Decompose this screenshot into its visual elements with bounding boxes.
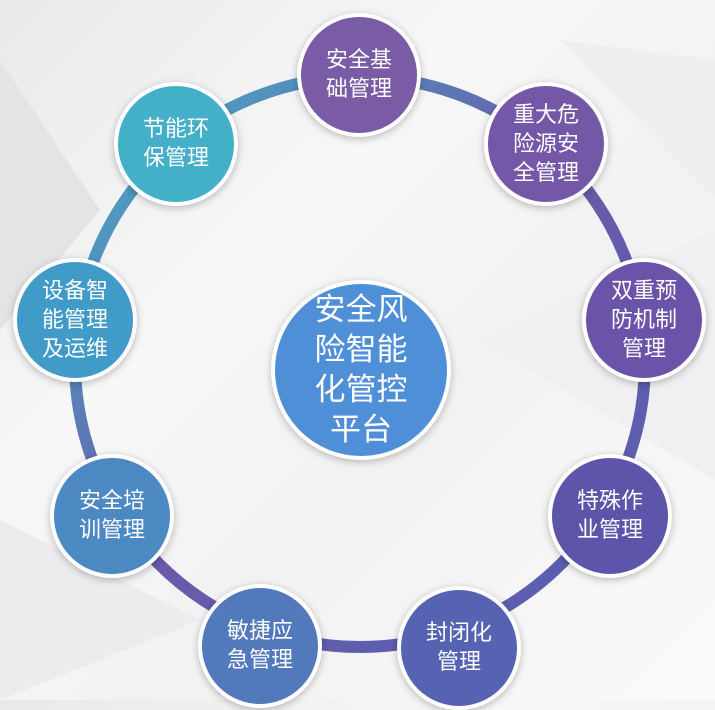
node-label: 节能环保管理 [142,117,209,171]
node-emergency: 敏捷应急管理 [198,584,322,708]
node-closed-management: 封闭化管理 [397,586,521,710]
node-label: 封闭化管理 [425,621,492,675]
node-special-operations: 特殊作业管理 [548,454,672,578]
node-label: 重大危险源安全管理 [512,102,579,186]
node-energy-environment: 节能环保管理 [114,82,238,206]
node-dual-prevention: 双重预防机制管理 [582,258,706,382]
node-label: 安全培训管理 [78,489,145,543]
node-equipment: 设备智能管理及运维 [13,258,137,382]
node-label: 敏捷应急管理 [226,619,293,673]
node-safety-basic: 安全基础管理 [297,13,421,137]
center-label: 安全风险智能化管控平台 [314,292,408,448]
node-major-hazard: 重大危险源安全管理 [484,82,608,206]
center-node-platform: 安全风险智能化管控平台 [271,280,451,460]
node-label: 特殊作业管理 [576,489,643,543]
node-label: 双重预防机制管理 [610,278,677,362]
node-safety-training: 安全培训管理 [50,454,174,578]
node-label: 安全基础管理 [325,48,392,102]
node-label: 设备智能管理及运维 [41,278,108,362]
